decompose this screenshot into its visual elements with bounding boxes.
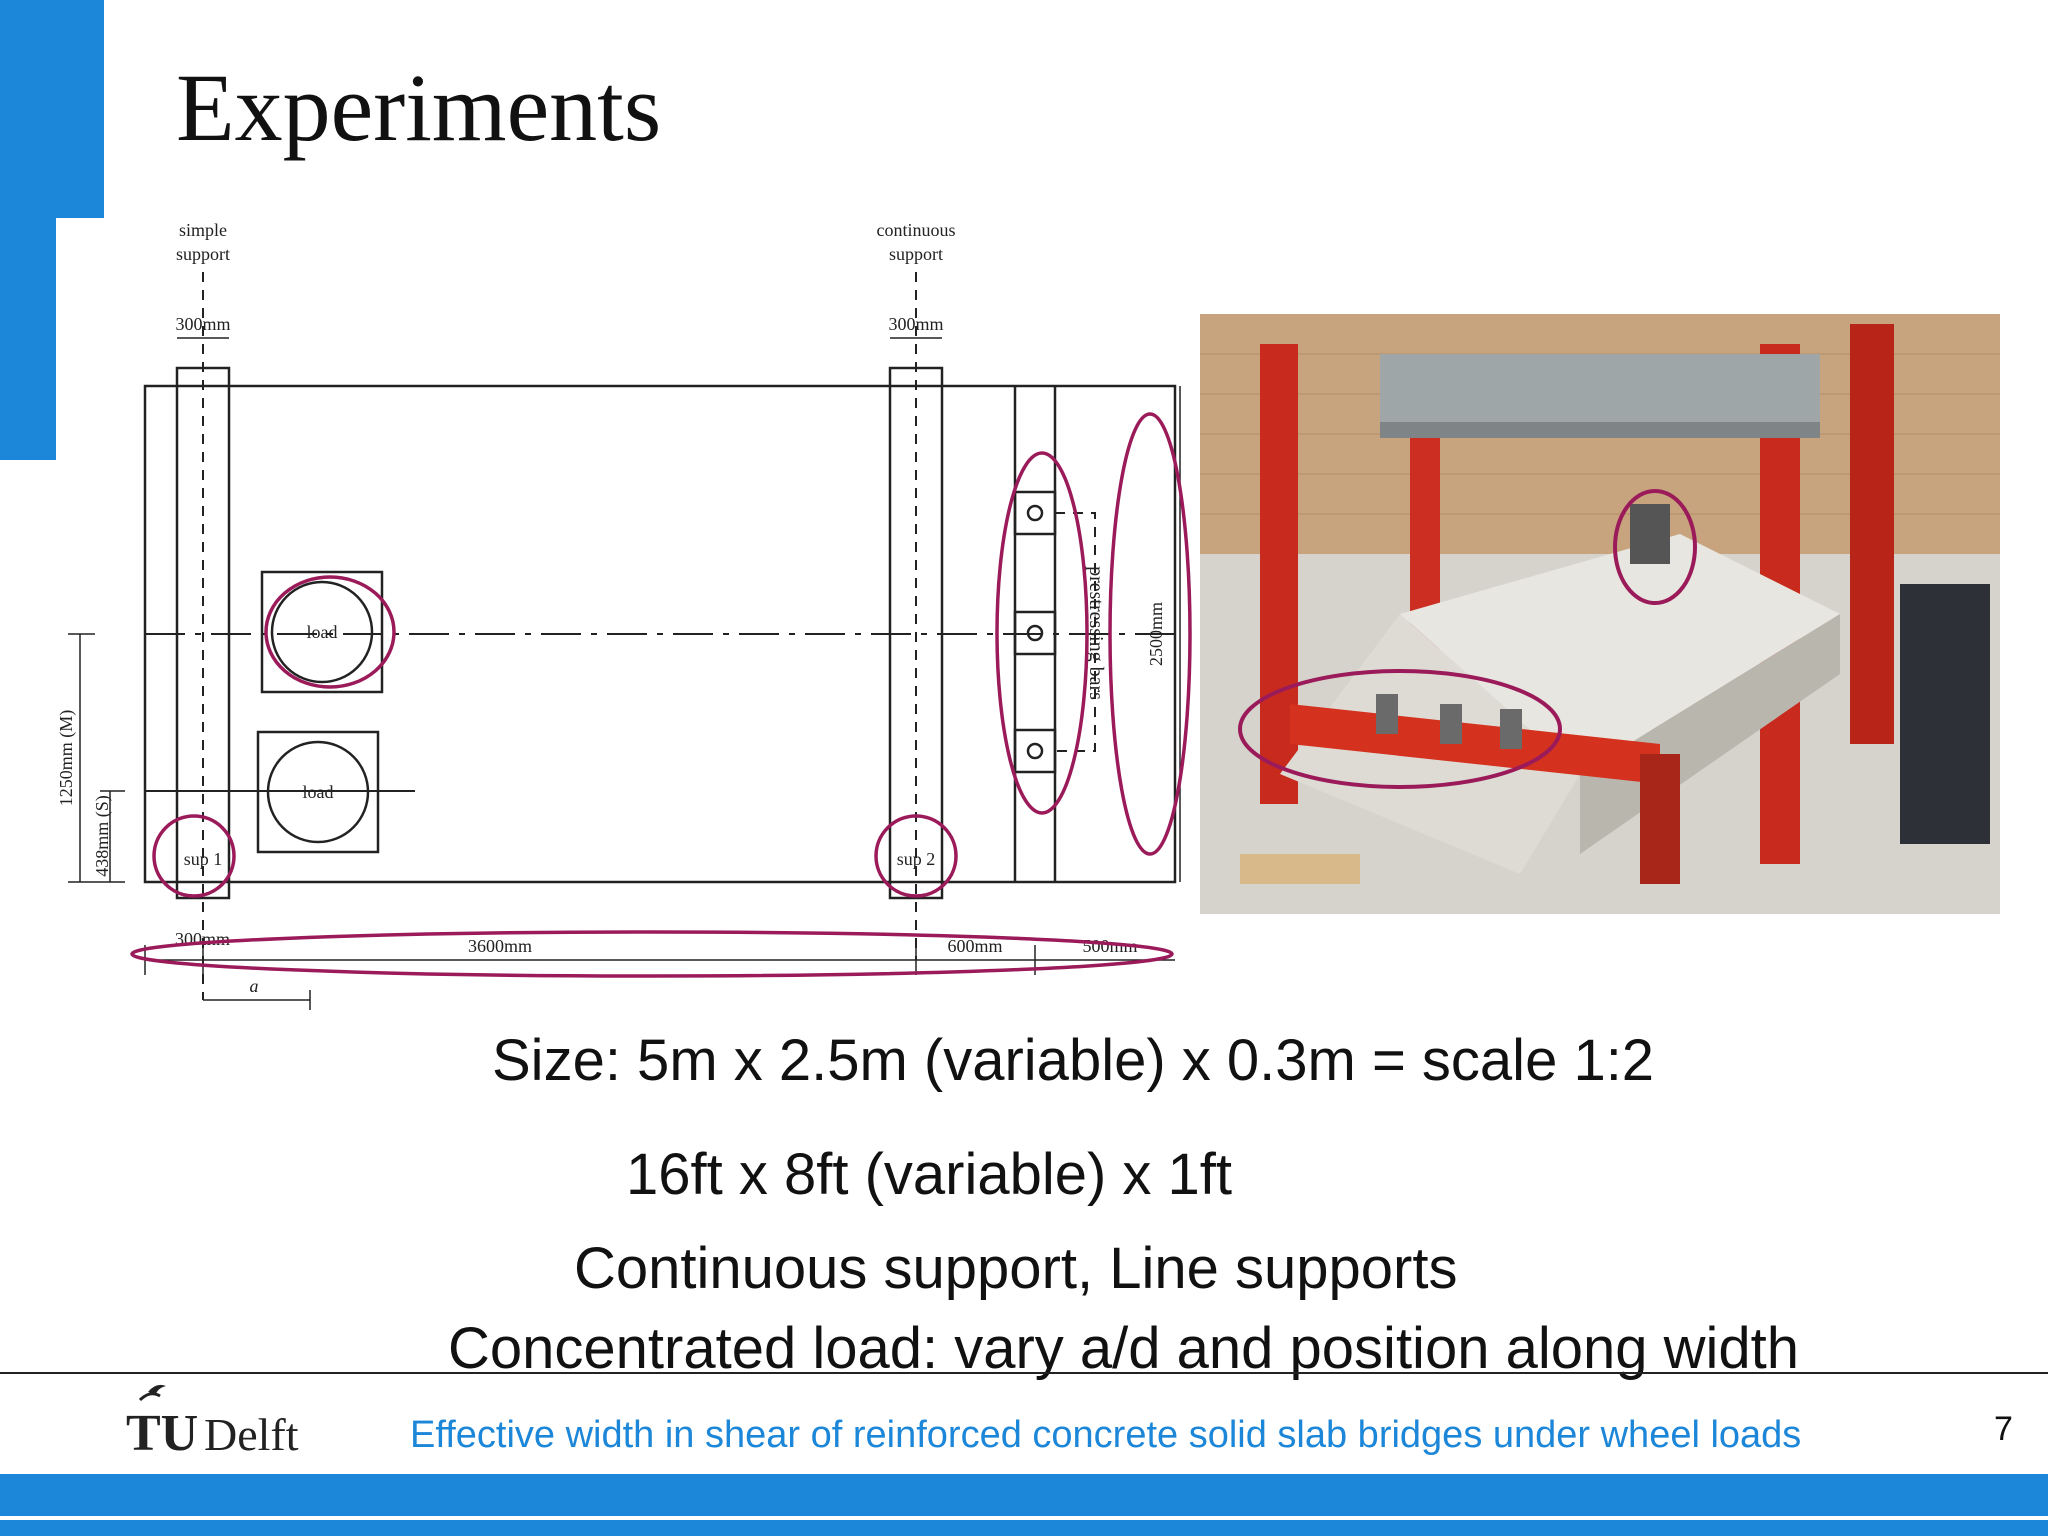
text-line-load: Concentrated load: vary a/d and position…: [448, 1316, 1799, 1381]
dim-2500: 2500mm: [1146, 602, 1166, 666]
dim-a: a: [250, 976, 259, 996]
text-line-imperial: 16ft x 8ft (variable) x 1ft: [626, 1142, 1233, 1207]
dim-438: 438mm (S): [92, 795, 113, 877]
tudelft-logo: TU Delft: [126, 1380, 336, 1465]
continuous-support-label-1: continuous: [877, 220, 956, 240]
footer-band-bottom: [0, 1520, 2048, 1536]
footer-title: Effective width in shear of reinforced c…: [410, 1414, 1802, 1456]
accent-bar-top: [0, 0, 104, 218]
simple-support-label-1: simple: [179, 220, 227, 240]
dim-600: 600mm: [947, 936, 1002, 956]
load-label-1: load: [307, 622, 338, 642]
footer-band: [0, 1474, 2048, 1516]
text-line-supports: Continuous support, Line supports: [574, 1236, 1458, 1301]
prestressing-bars-label: prestressing bars: [1085, 566, 1107, 700]
dim-300-top-left: 300mm: [175, 314, 230, 334]
test-setup-photo: [1200, 314, 2000, 914]
sup2-label: sup 2: [897, 849, 936, 869]
load-label-2: load: [303, 782, 334, 802]
page-number: 7: [1994, 1410, 2013, 1448]
dim-300-top-right: 300mm: [888, 314, 943, 334]
footer-divider: [0, 1372, 2048, 1374]
dim-3600: 3600mm: [468, 936, 532, 956]
svg-text:Delft: Delft: [204, 1409, 299, 1460]
svg-text:TU: TU: [126, 1405, 198, 1460]
slide-title: Experiments: [176, 54, 662, 161]
sup1-label: sup 1: [184, 849, 223, 869]
slab-test-drawing: simple support continuous support 300mm …: [56, 220, 1192, 1010]
continuous-support-label-2: support: [889, 244, 943, 264]
simple-support-label-2: support: [176, 244, 230, 264]
dim-1250: 1250mm (M): [56, 710, 77, 807]
text-line-size: Size: 5m x 2.5m (variable) x 0.3m = scal…: [492, 1028, 1655, 1093]
accent-bar-bottom: [0, 218, 56, 460]
